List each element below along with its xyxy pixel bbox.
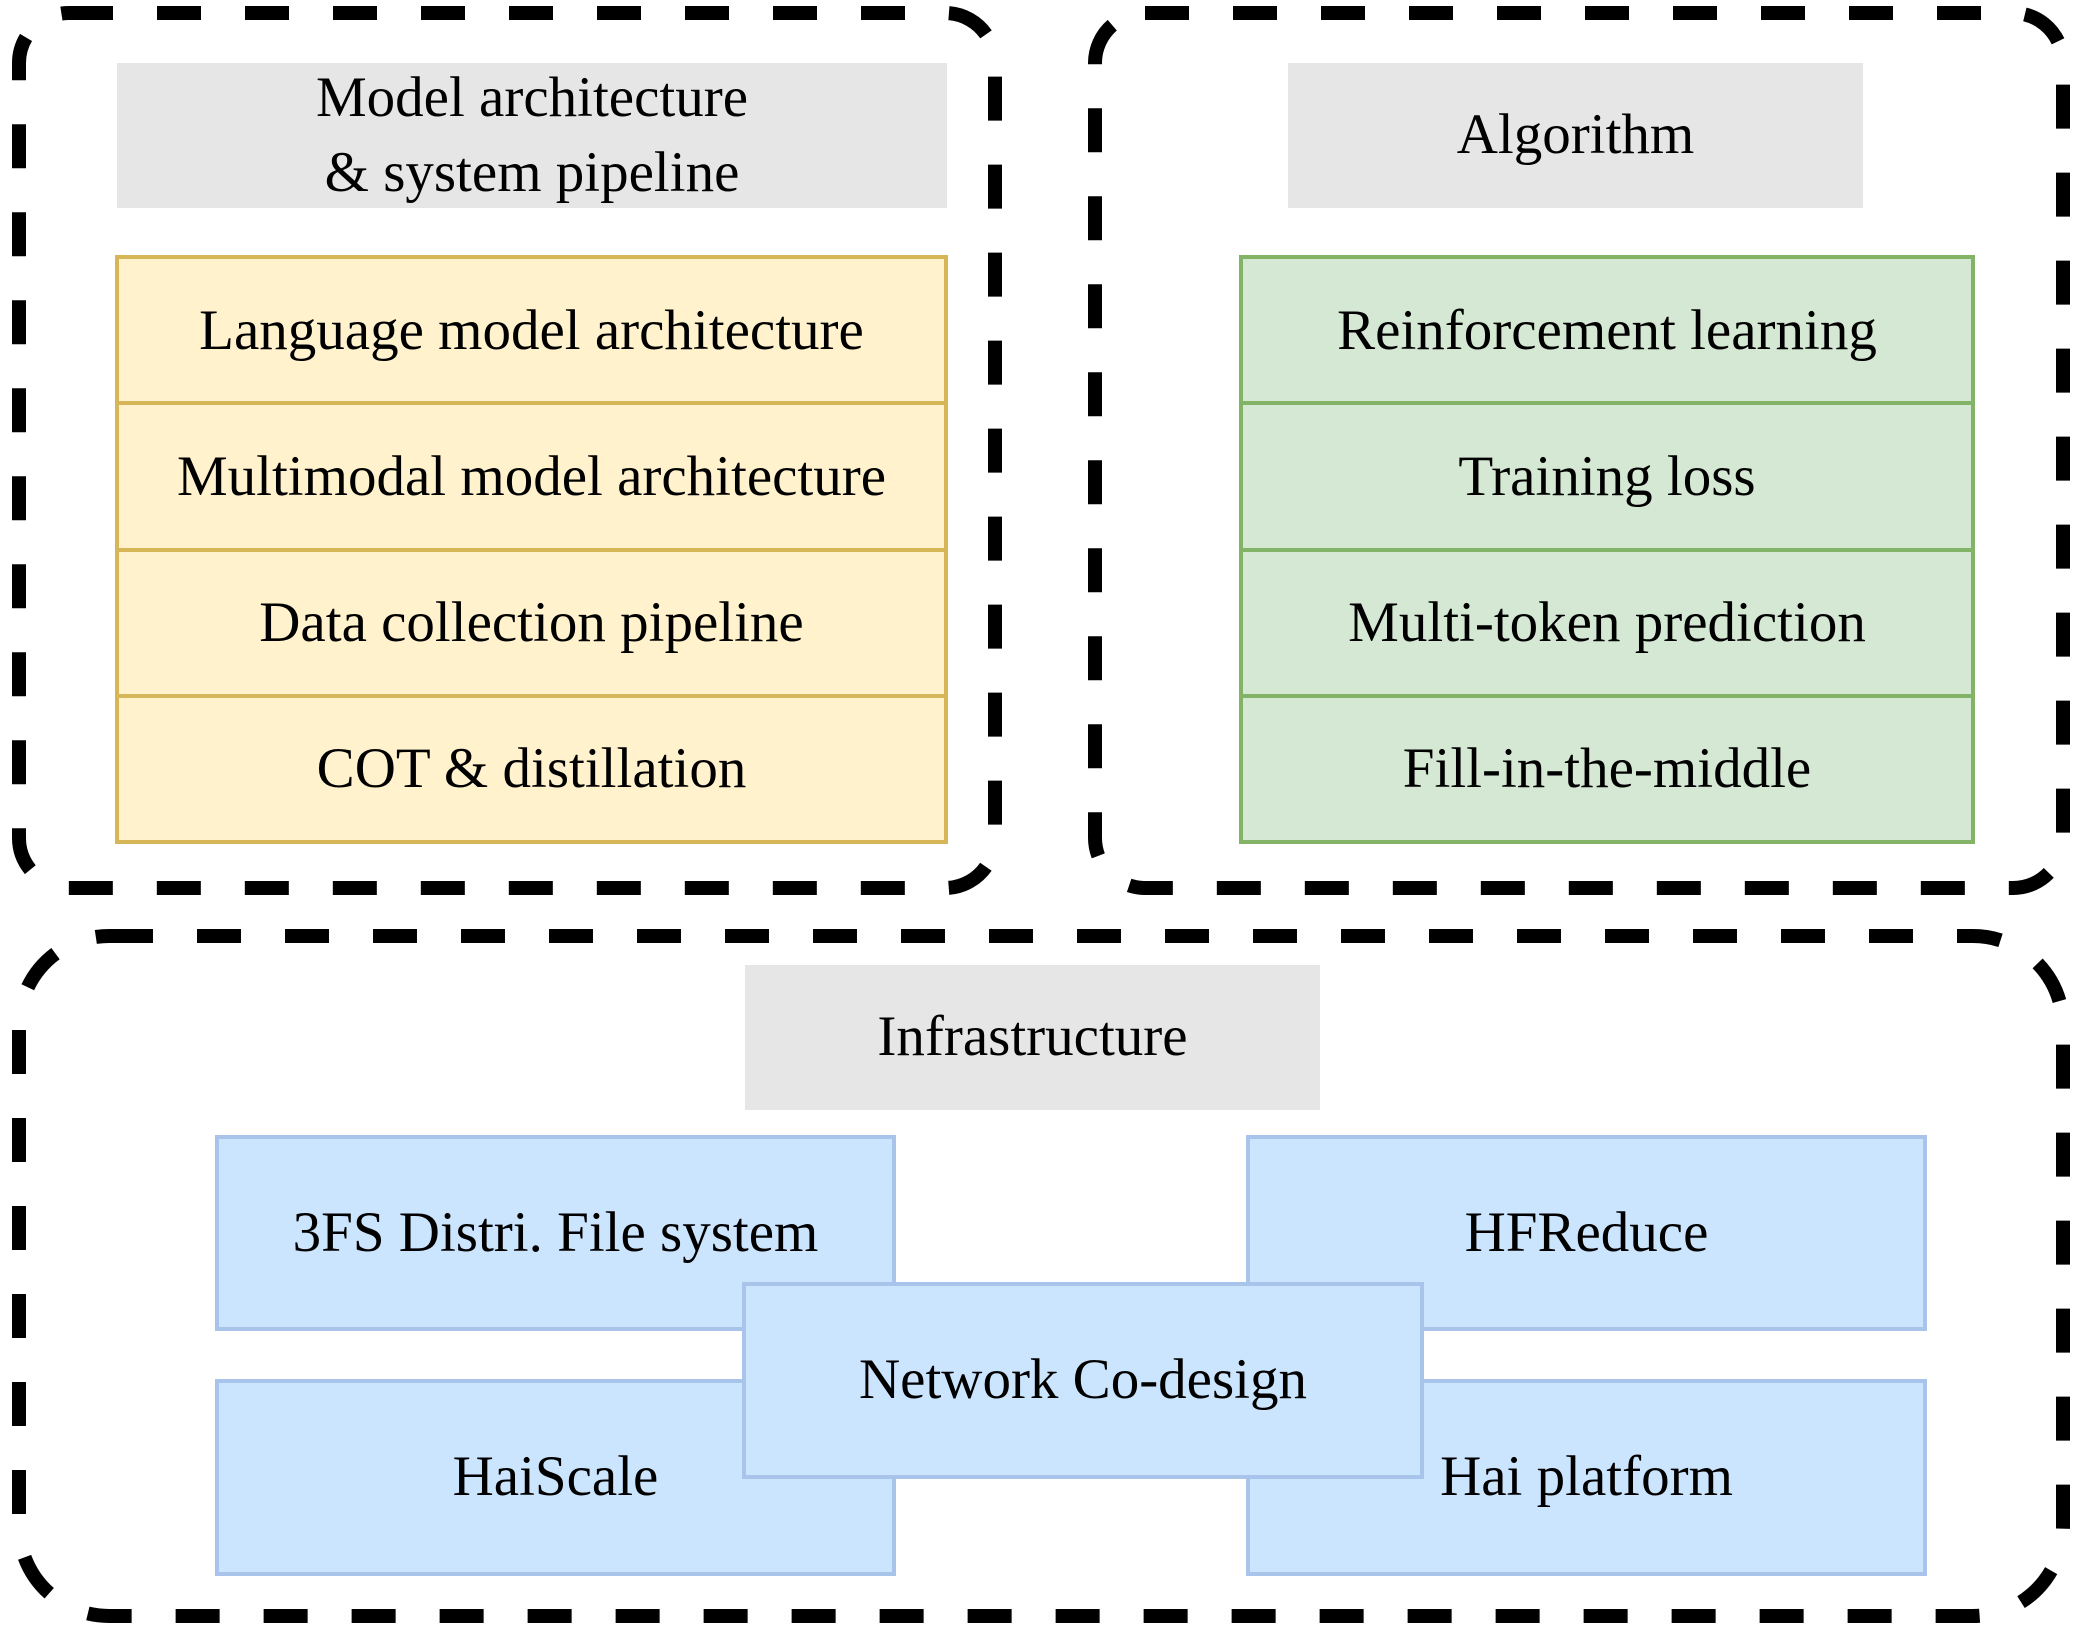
model-architecture-title-line1: Model architecture: [315, 66, 749, 130]
infra-item-haiscale-label: HaiScale: [452, 1445, 659, 1509]
model-architecture-title-line2: & system pipeline: [324, 140, 740, 204]
model-item-data-collection: Data collection pipeline: [119, 547, 944, 694]
model-architecture-title: Model architecture & system pipeline: [117, 63, 947, 208]
infra-item-hai-platform-label: Hai platform: [1440, 1445, 1733, 1509]
model-architecture-list: Language model architecture Multimodal m…: [115, 255, 948, 844]
model-item-language-model: Language model architecture: [199, 298, 864, 362]
algorithm-title: Algorithm: [1288, 63, 1863, 208]
infra-item-hfreduce-label: HFReduce: [1464, 1200, 1709, 1264]
algorithm-item-training-loss: Training loss: [1243, 401, 1971, 547]
infra-item-network-codesign-label: Network Co-design: [858, 1348, 1307, 1412]
algorithm-list: Reinforcement learning Training loss Mul…: [1239, 255, 1975, 844]
algorithm-item-multi-token-prediction: Multi-token prediction: [1243, 547, 1971, 694]
infrastructure-title-text: Infrastructure: [877, 1005, 1188, 1069]
algorithm-item-fill-in-the-middle: Fill-in-the-middle: [1243, 693, 1971, 840]
algorithm-item-reinforcement-learning: Reinforcement learning: [1337, 298, 1877, 362]
model-item-cot-distillation: COT & distillation: [119, 693, 944, 840]
algorithm-title-text: Algorithm: [1456, 103, 1695, 167]
infra-item-3fs-label: 3FS Distri. File system: [292, 1200, 819, 1264]
infrastructure-title: Infrastructure: [745, 965, 1320, 1110]
infra-item-network-codesign: Network Co-design: [742, 1282, 1424, 1479]
model-item-multimodal-model: Multimodal model architecture: [119, 401, 944, 547]
